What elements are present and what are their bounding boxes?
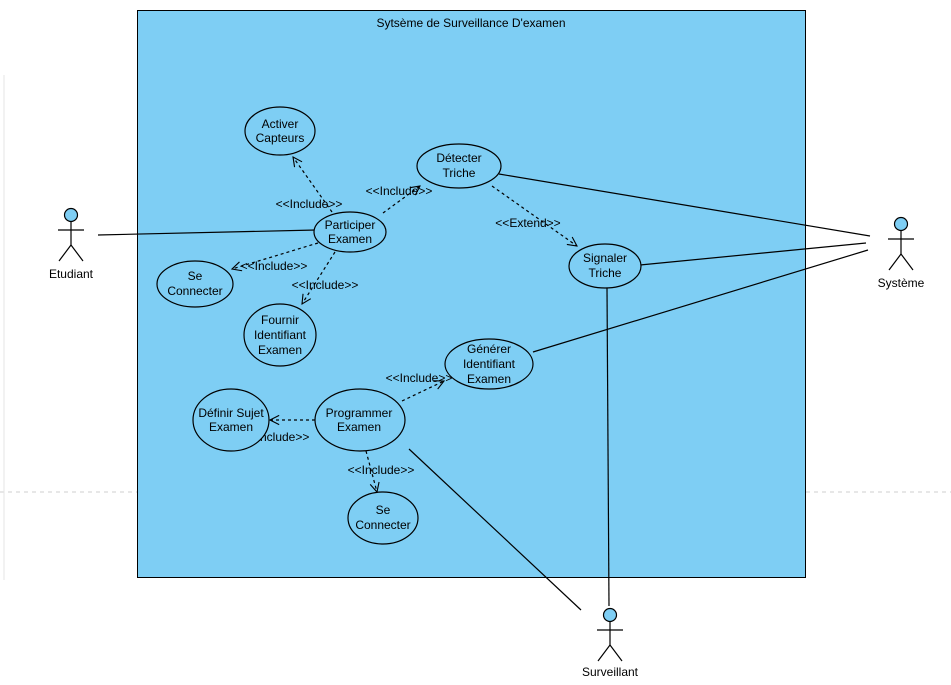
svg-text:Détecter: Détecter <box>436 151 481 165</box>
extend-detecter-signaler[interactable] <box>491 185 577 246</box>
usecase-definir-sujet[interactable]: Définir Sujet Examen <box>192 388 270 452</box>
usecase-activer-capteurs[interactable]: Activer Capteurs <box>244 106 316 156</box>
svg-text:Générer: Générer <box>467 342 511 356</box>
assoc-generer-systeme[interactable] <box>532 249 869 353</box>
svg-text:Connecter: Connecter <box>355 518 410 532</box>
include-participer-fournir[interactable] <box>302 251 336 304</box>
svg-text:Connecter: Connecter <box>167 284 222 298</box>
actor-etudiant-label: Etudiant <box>49 267 94 281</box>
svg-text:Identifiant: Identifiant <box>463 357 516 371</box>
assoc-etudiant-participer[interactable] <box>97 229 317 236</box>
assoc-signaler-surveillant[interactable] <box>606 287 610 607</box>
actor-surveillant[interactable]: Surveillant <box>582 607 639 680</box>
include-programmer-generer[interactable] <box>401 381 444 402</box>
usecase-se-connecter-1[interactable]: Se Connecter <box>156 260 234 308</box>
svg-text:Examen: Examen <box>328 232 372 246</box>
assoc-detecter-systeme[interactable] <box>498 173 871 237</box>
svg-text:Examen: Examen <box>209 420 253 434</box>
label-include-fournir: <<Include>> <box>292 278 359 292</box>
svg-text:Capteurs: Capteurs <box>256 131 305 145</box>
usecase-generer-identifiant[interactable]: Générer Identifiant Examen <box>444 338 534 390</box>
label-include-activer: <<Include>> <box>276 197 343 211</box>
actor-systeme-label: Système <box>878 276 925 290</box>
system-boundary[interactable] <box>137 10 806 578</box>
usecase-signaler-triche[interactable]: Signaler Triche <box>568 243 642 289</box>
assoc-programmer-surveillant[interactable] <box>408 448 582 611</box>
usecase-fournir-identifiant[interactable]: Fournir Identifiant Examen <box>243 303 317 367</box>
svg-text:Programmer: Programmer <box>326 406 393 420</box>
svg-text:Examen: Examen <box>467 372 511 386</box>
label-include-seconnecter: <<Include>> <box>241 259 308 273</box>
include-participer-activer[interactable] <box>293 157 333 213</box>
include-participer-seconnecter[interactable] <box>232 242 319 269</box>
usecase-participer-examen[interactable]: Participer Examen <box>313 211 387 253</box>
svg-text:Fournir: Fournir <box>261 313 299 327</box>
usecase-se-connecter-2[interactable]: Se Connecter <box>347 491 419 545</box>
actor-surveillant-label: Surveillant <box>582 665 639 679</box>
svg-text:Se: Se <box>376 503 391 517</box>
svg-text:Participer: Participer <box>325 218 376 232</box>
svg-text:Se: Se <box>188 269 203 283</box>
label-extend-signaler: <<Extend>> <box>495 216 560 230</box>
usecase-detecter-triche[interactable]: Détecter Triche <box>416 143 502 189</box>
svg-text:Examen: Examen <box>337 420 381 434</box>
system-title: Sytsème de Surveillance D'examen <box>376 16 565 30</box>
actor-head-icon <box>602 607 618 623</box>
actor-head-icon <box>893 216 909 232</box>
include-participer-detecter[interactable] <box>382 186 420 214</box>
actor-systeme[interactable]: Système <box>878 216 925 291</box>
svg-text:Définir Sujet: Définir Sujet <box>198 406 264 420</box>
svg-text:Signaler: Signaler <box>583 251 627 265</box>
svg-text:Examen: Examen <box>258 343 302 357</box>
svg-text:Activer: Activer <box>262 117 299 131</box>
svg-text:Triche: Triche <box>589 266 622 280</box>
usecase-programmer-examen[interactable]: Programmer Examen <box>314 388 406 452</box>
label-include-seconnecter-2: <<Include>> <box>348 463 415 477</box>
label-include-detecter: <<Include>> <box>366 184 433 198</box>
assoc-signaler-systeme[interactable] <box>639 242 867 266</box>
label-include-generer: <<Include>> <box>386 371 453 385</box>
svg-text:Triche: Triche <box>443 166 476 180</box>
include-programmer-seconnecter[interactable] <box>365 450 377 492</box>
actor-head-icon <box>63 207 79 223</box>
svg-text:Identifiant: Identifiant <box>254 328 307 342</box>
actor-etudiant[interactable]: Etudiant <box>49 207 94 282</box>
